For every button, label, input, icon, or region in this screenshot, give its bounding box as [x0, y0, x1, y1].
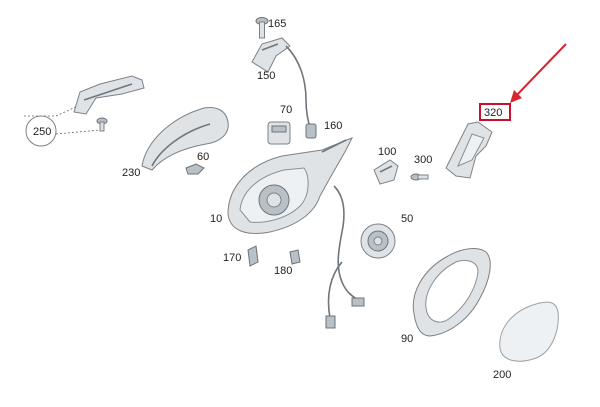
red-arrow-icon	[510, 43, 567, 103]
part-50-glass-actuator	[360, 223, 396, 259]
label-170: 170	[223, 252, 241, 264]
label-60: 60	[197, 151, 209, 163]
part-150-bracket	[251, 37, 311, 129]
label-320: 320	[484, 107, 502, 119]
label-165: 165	[268, 18, 286, 30]
label-200: 200	[493, 369, 511, 381]
wire-plug-lower	[325, 315, 336, 329]
label-300: 300	[414, 154, 432, 166]
part-180-clip	[289, 249, 301, 265]
label-230: 230	[122, 167, 140, 179]
part-170-clip	[247, 245, 259, 267]
label-180: 180	[274, 265, 292, 277]
label-10: 10	[210, 213, 222, 225]
leader-250-lower	[55, 129, 101, 135]
part-320-bracket	[445, 121, 493, 179]
label-100: 100	[378, 146, 396, 158]
wire-harness	[333, 185, 359, 301]
callout-circle-250	[25, 115, 57, 147]
label-160: 160	[324, 120, 342, 132]
label-70: 70	[280, 104, 292, 116]
part-160-connector	[305, 123, 317, 139]
label-50: 50	[401, 213, 413, 225]
part-230-mirror-cap	[141, 107, 229, 171]
part-60-clip	[185, 163, 205, 175]
label-150: 150	[257, 70, 275, 82]
label-250: 250	[33, 126, 51, 138]
leader-250-upper	[55, 105, 79, 117]
part-300-screw	[410, 173, 429, 181]
part-10-mirror-housing	[227, 137, 354, 234]
label-90: 90	[401, 333, 413, 345]
part-200-mirror-glass	[499, 301, 559, 362]
part-250-trim-strip	[73, 75, 145, 132]
part-70-motor	[267, 121, 291, 145]
highlight-box-320	[479, 103, 511, 121]
part-100-actuator	[373, 159, 399, 185]
part-165-screw	[255, 17, 269, 39]
wire-plug-right	[351, 297, 365, 307]
wire-branch	[327, 261, 343, 319]
part-90-mirror-frame	[412, 248, 491, 337]
